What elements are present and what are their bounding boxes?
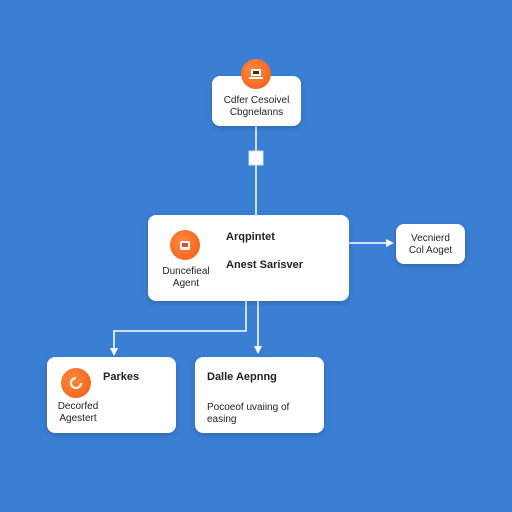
arrowhead-bottom-mid xyxy=(254,346,262,354)
node-right-label: Vecnierd Col Aoget xyxy=(408,233,453,256)
cube-icon xyxy=(170,230,200,260)
node-top-label: Cdfer Cesoivel Cbgnelanns xyxy=(223,95,290,118)
laptop-icon xyxy=(241,59,271,89)
junction-square xyxy=(248,150,264,166)
arrowhead-right xyxy=(386,239,394,247)
node-bottom-left-title: Parkes xyxy=(103,371,140,383)
node-bottom-left-label: Decorfed Agestert xyxy=(57,401,99,424)
node-main-title: Arqpintet xyxy=(226,231,275,243)
arrowhead-bottom-left xyxy=(110,348,118,356)
node-main-subtitle: Anest Sarisver xyxy=(226,259,304,271)
node-bottom-mid[interactable] xyxy=(195,357,324,433)
node-bottom-mid-desc: Pocoeof uvaiing of easing xyxy=(207,402,290,425)
node-main-label: Duncefieal Agent xyxy=(162,266,210,289)
node-bottom-mid-title: Dalle Aepnng xyxy=(207,371,277,383)
connector-main-bottom-left xyxy=(113,301,247,350)
refresh-icon xyxy=(61,368,91,398)
node-right[interactable] xyxy=(396,224,465,264)
